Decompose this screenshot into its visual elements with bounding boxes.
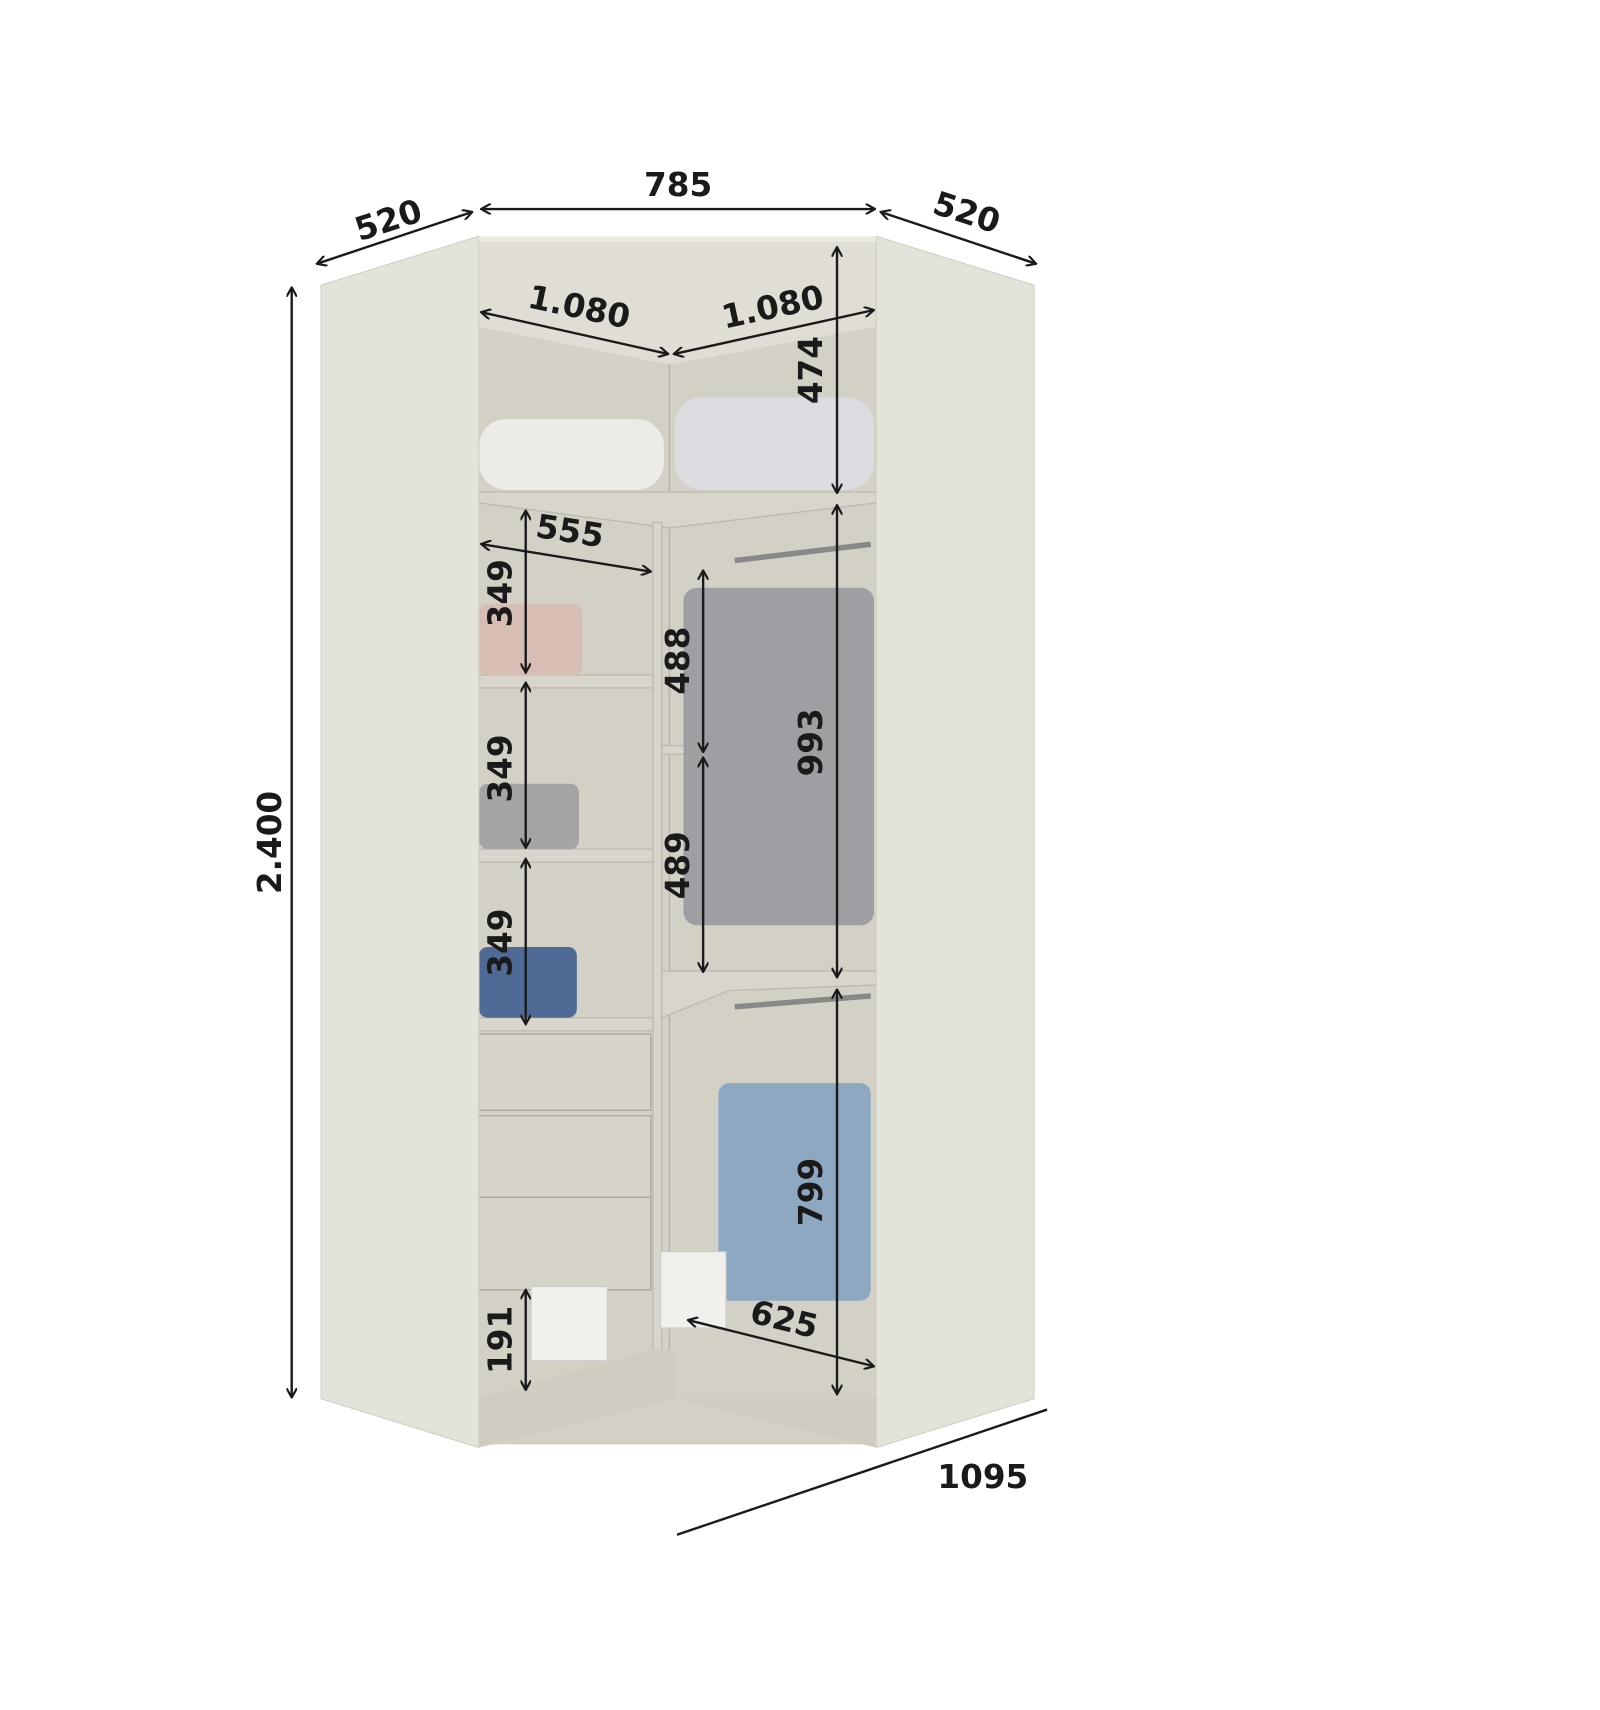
dim-front-width: 785 bbox=[644, 166, 712, 204]
left-side-panel bbox=[320, 235, 480, 1449]
dim-left-shelf-2: 349 bbox=[482, 734, 520, 802]
drawer bbox=[478, 1115, 652, 1204]
plinth bbox=[478, 1349, 877, 1448]
shelf bbox=[478, 1017, 654, 1032]
dim-left-shelf-3: 349 bbox=[482, 909, 520, 977]
pillows bbox=[478, 419, 664, 490]
top-edge bbox=[478, 236, 877, 242]
shelf bbox=[478, 674, 654, 689]
hanging-rail bbox=[734, 993, 871, 1010]
shelf bbox=[661, 744, 687, 755]
storage-box bbox=[530, 1286, 608, 1362]
drawer bbox=[478, 1033, 652, 1111]
dim-middle-upper: 488 bbox=[659, 627, 697, 695]
dim-total-height: 2.400 bbox=[251, 791, 289, 894]
dim-top-compartment: 474 bbox=[792, 336, 830, 404]
dim-diagonal-width: 1095 bbox=[937, 1458, 1028, 1496]
dim-left-shelf-1: 349 bbox=[482, 559, 520, 627]
dim-hanging-lower: 799 bbox=[792, 1158, 830, 1226]
shelf bbox=[478, 848, 654, 863]
dim-middle-lower: 489 bbox=[659, 831, 697, 899]
hanging-rail bbox=[734, 541, 872, 564]
hanging-shirts bbox=[683, 587, 875, 926]
drawer bbox=[478, 1196, 652, 1291]
storage-box bbox=[660, 1251, 727, 1329]
pillows bbox=[674, 397, 875, 490]
dim-bottom-compartment: 191 bbox=[482, 1306, 520, 1374]
right-side-panel bbox=[875, 235, 1035, 1449]
dim-hanging-upper: 993 bbox=[792, 708, 830, 776]
